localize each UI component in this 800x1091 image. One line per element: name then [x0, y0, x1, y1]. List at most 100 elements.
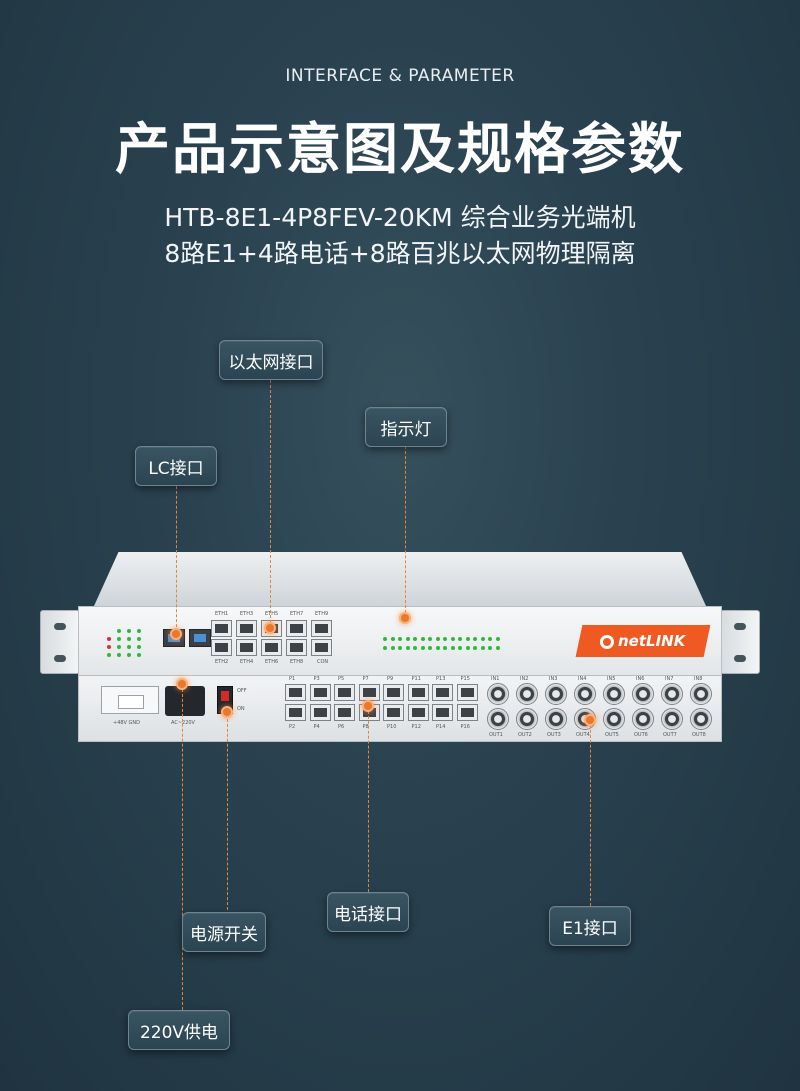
e1-out-connector — [487, 708, 509, 730]
e1-in-label: IN8 — [694, 676, 703, 682]
indicator-led — [443, 646, 447, 650]
phone-leader-line — [368, 706, 369, 892]
indicator-led — [473, 646, 477, 650]
e1-in-connector — [516, 683, 538, 705]
indicator-led — [428, 646, 432, 650]
indicator-led — [488, 637, 492, 641]
phone-port-label: P10 — [387, 724, 397, 730]
rack-ear-left — [40, 610, 80, 674]
e1-out-label: OUT7 — [663, 732, 677, 738]
power-switch-marker-dot — [221, 706, 233, 718]
indicator-led — [495, 637, 500, 641]
indicator-led-grid — [383, 633, 503, 653]
phone-port-label: P16 — [460, 724, 470, 730]
dc-input-blank — [101, 686, 159, 714]
eth-port — [311, 639, 332, 656]
page-title: 产品示意图及规格参数 — [114, 117, 685, 181]
e1-out-connector — [516, 708, 538, 730]
e1-in-label: IN6 — [636, 676, 645, 682]
spec-line: 8路E1+4路电话+8路百兆以太网物理隔离 — [164, 239, 636, 268]
callout-lc: LC接口 — [135, 446, 217, 486]
indicator-led — [480, 637, 485, 641]
ac-power-inlet — [165, 686, 205, 716]
indicator-led — [428, 637, 432, 641]
indicator-led — [443, 637, 447, 641]
indicator-led — [413, 637, 417, 641]
phone-port-label: P5 — [338, 676, 345, 682]
lc-leader-line — [176, 486, 177, 632]
phone-port — [309, 684, 331, 701]
brand-name: netLINK — [618, 632, 686, 650]
phone-port — [285, 704, 306, 721]
switch-off-label: OFF — [237, 688, 247, 694]
phone-port-label: P4 — [313, 724, 320, 730]
callout-power-220v: 220V供电 — [128, 1010, 230, 1050]
model-line: HTB-8E1-4P8FEV-20KM 综合业务光端机 — [164, 203, 636, 232]
callout-ethernet: 以太网接口 — [219, 340, 323, 380]
power-switch-leader-line — [227, 714, 228, 910]
power-220v-marker-dot — [176, 678, 188, 690]
phone-port — [432, 704, 453, 721]
phone-port — [456, 684, 478, 701]
phone-marker-dot — [362, 700, 374, 712]
e1-out-connector — [661, 708, 683, 730]
eth4-label: ETH4 — [240, 659, 254, 665]
phone-port-label: P8 — [362, 724, 369, 730]
phone-port — [334, 684, 355, 701]
e1-out-label: OUT6 — [634, 732, 648, 738]
indicator-marker-dot — [399, 612, 411, 624]
brand-mark-icon — [600, 634, 615, 649]
eth3-label: ETH3 — [240, 611, 254, 617]
phone-port-label: P11 — [411, 676, 421, 682]
e1-in-label: IN2 — [520, 676, 529, 682]
brand-logo: netLINK — [575, 625, 711, 657]
phone-port-label: P3 — [313, 676, 320, 682]
phone-port — [407, 684, 429, 701]
callout-e1: E1接口 — [549, 906, 631, 946]
e1-leader-line — [590, 720, 591, 906]
phone-port — [407, 704, 429, 721]
indicator-led — [420, 646, 425, 650]
e1-in-label: IN5 — [607, 676, 616, 682]
ethernet-leader-line — [270, 380, 271, 628]
ethernet-marker-dot — [264, 622, 276, 634]
dc-input-label: +48V GND — [113, 720, 141, 726]
subtitle-en: INTERFACE & PARAMETER — [285, 66, 515, 86]
phone-port — [334, 704, 355, 721]
rack-ear-right — [720, 610, 760, 674]
e1-in-connector — [661, 683, 683, 705]
con-label: CON — [317, 659, 329, 665]
indicator-led — [435, 646, 440, 650]
e1-out-connector — [545, 708, 567, 730]
phone-port — [358, 684, 380, 701]
indicator-led — [458, 637, 462, 641]
phone-port — [432, 684, 453, 701]
e1-out-label: OUT3 — [547, 732, 561, 738]
phone-port-label: P14 — [436, 724, 446, 730]
phone-port-label: P13 — [436, 676, 446, 682]
indicator-led — [390, 637, 395, 641]
indicator-led — [390, 646, 395, 650]
indicator-led — [495, 646, 500, 650]
e1-in-label: IN3 — [549, 676, 558, 682]
eth9-label: ETH9 — [315, 611, 329, 617]
phone-port — [383, 704, 404, 721]
power-220v-leader-line — [182, 684, 183, 1010]
device-top-cover — [94, 552, 706, 606]
eth-port — [211, 620, 232, 637]
lc-port-2 — [189, 629, 211, 647]
e1-out-label: OUT1 — [489, 732, 503, 738]
e1-in-connector — [487, 683, 509, 705]
status-leds — [101, 619, 151, 667]
callout-power-switch: 电源开关 — [182, 912, 266, 952]
indicator-led — [383, 637, 387, 641]
eth7-label: ETH7 — [290, 611, 304, 617]
indicator-led — [458, 646, 462, 650]
eth2-label: ETH2 — [215, 659, 229, 665]
device-illustration: ETH1 ETH3 ETH5 ETH7 ETH9 ETH2 ETH4 ETH6 … — [40, 552, 760, 742]
callout-indicator: 指示灯 — [365, 407, 447, 447]
phone-port-label: P9 — [387, 676, 394, 682]
e1-out-label: OUT4 — [576, 732, 590, 738]
e1-in-connector — [574, 683, 596, 705]
